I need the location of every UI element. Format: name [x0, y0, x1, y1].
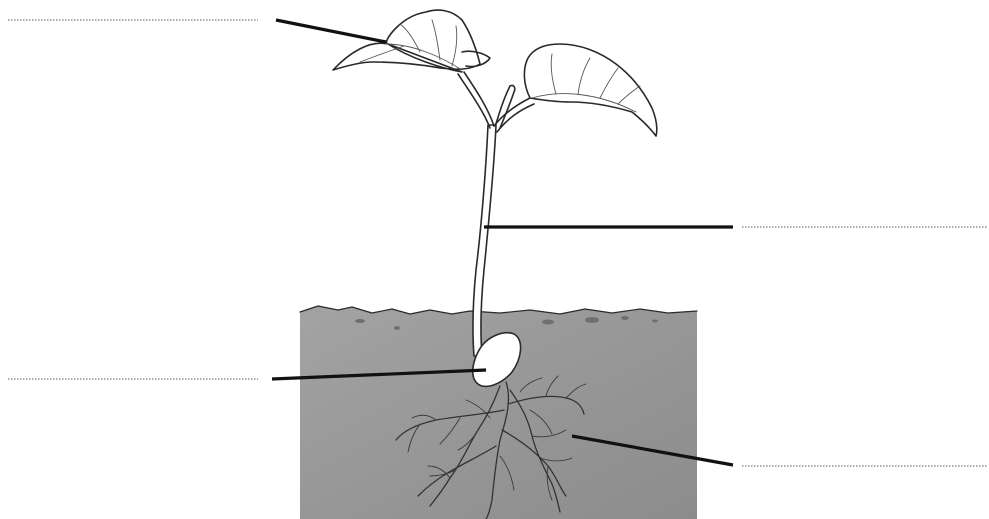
left-petiole [458, 72, 494, 128]
right-leaf [524, 44, 656, 136]
left-leaf [333, 10, 480, 72]
leaf-leader-line [276, 20, 386, 42]
